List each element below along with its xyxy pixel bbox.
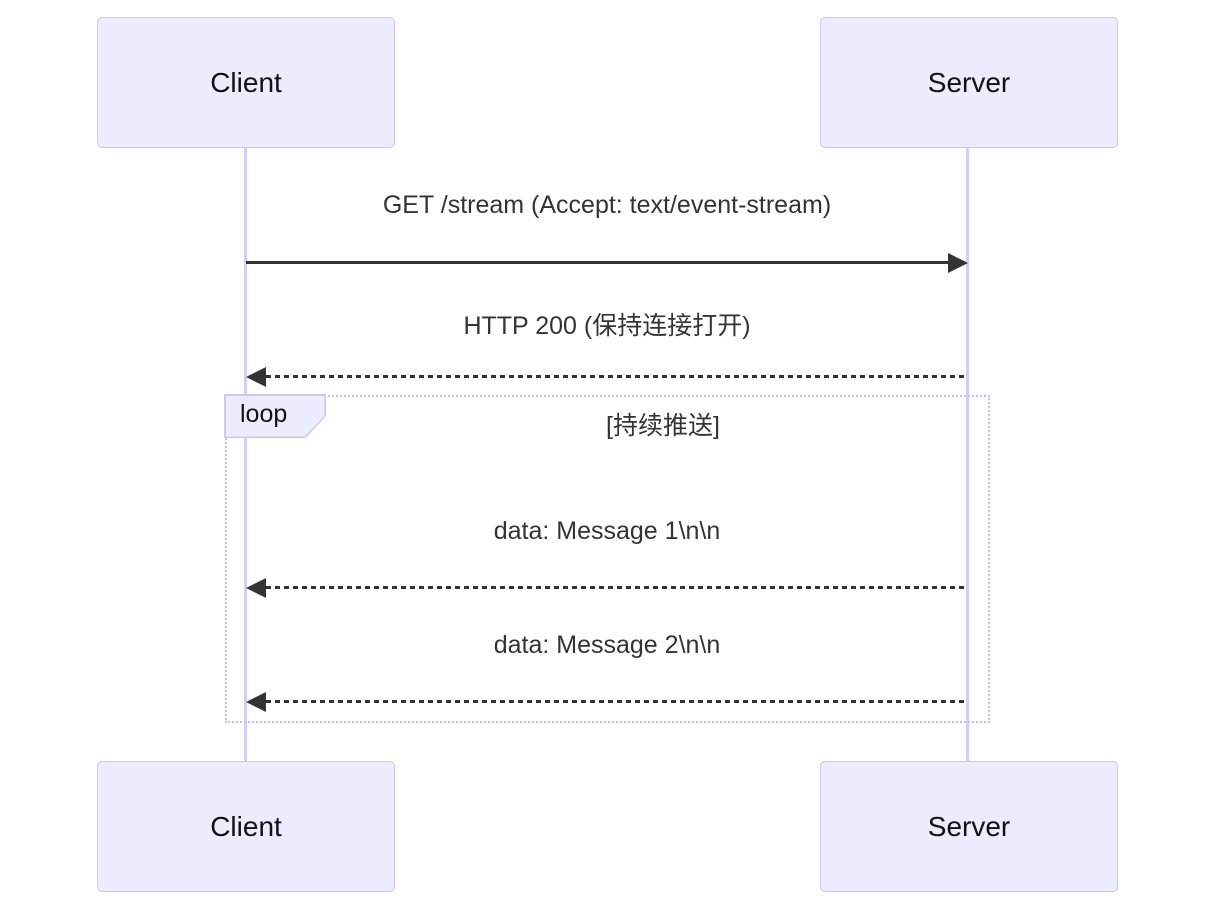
- actor-label-server: Server: [927, 66, 1011, 98]
- loop-label: loop: [224, 394, 326, 438]
- loop-frame: [225, 395, 990, 723]
- message-line-dotted: [266, 586, 968, 589]
- message-text-get-stream: GET /stream (Accept: text/event-stream): [382, 191, 832, 219]
- actor-box-server-top: Server: [820, 17, 1118, 148]
- message-line-dotted: [266, 700, 968, 703]
- actor-box-client-top: Client: [97, 17, 395, 148]
- arrowhead-left-icon: [246, 578, 266, 598]
- message-text-data-1: data: Message 1\n\n: [493, 517, 721, 545]
- actor-box-client-bottom: Client: [97, 761, 395, 892]
- arrowhead-right-icon: [948, 253, 968, 273]
- loop-label-text: loop: [240, 400, 288, 428]
- actor-label-server: Server: [927, 810, 1011, 842]
- loop-condition-text: [持续推送]: [606, 412, 720, 440]
- lifeline-client: [244, 148, 247, 761]
- message-line-dotted: [266, 375, 968, 378]
- arrowhead-left-icon: [246, 367, 266, 387]
- message-line-solid: [246, 261, 952, 264]
- message-text-http-200: HTTP 200 (保持连接打开): [463, 312, 751, 340]
- arrowhead-left-icon: [246, 692, 266, 712]
- actor-label-client: Client: [210, 66, 282, 98]
- message-text-data-2: data: Message 2\n\n: [493, 631, 721, 659]
- actor-label-client: Client: [210, 810, 282, 842]
- loop-label-background: [225, 395, 325, 437]
- lifeline-server: [966, 148, 969, 761]
- actor-box-server-bottom: Server: [820, 761, 1118, 892]
